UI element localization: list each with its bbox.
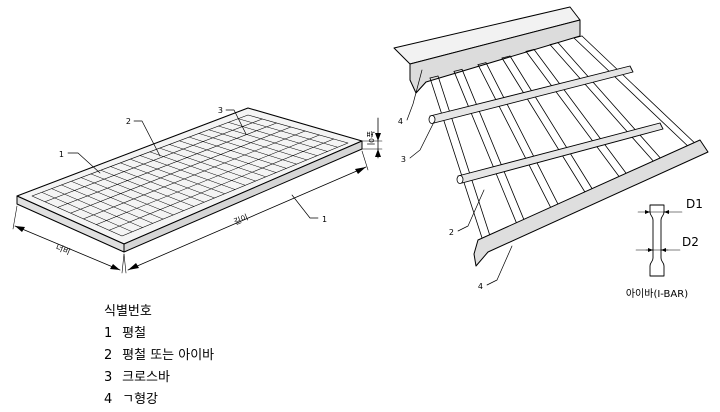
legend-item: 2 평철 또는 아이바 [104, 346, 364, 368]
bottom-angle [473, 139, 709, 267]
panel-inner-frame [31, 114, 349, 237]
bearing-bar-edge [477, 64, 554, 214]
legend-item-label: 크로스바 [122, 370, 170, 385]
cross-bar [110, 166, 205, 203]
grating-exploded-drawing [393, 6, 709, 286]
left-callout-1a: 1 [59, 150, 64, 159]
dim-width-label: 너비 [54, 242, 71, 257]
cross-bar [179, 140, 277, 173]
legend-item-number: 3 [104, 370, 113, 385]
bearing-bar-edge [533, 48, 632, 180]
bearing-bar-top [501, 55, 511, 59]
cross-bar [149, 151, 246, 186]
legend-item-number: 1 [104, 326, 113, 341]
bearing-bar-top [549, 42, 559, 46]
legend-title: 식별번호 [104, 304, 152, 319]
legend-item-label: ㄱ형강 [122, 392, 159, 407]
bearing-bar-edge [461, 68, 528, 227]
bearing-bar-top [525, 48, 535, 52]
cross-bar [159, 147, 256, 182]
cross-bar [169, 144, 267, 178]
cross-bar [90, 173, 184, 211]
bearing-bar-edge [509, 55, 597, 196]
cross-bar [61, 184, 154, 224]
left-callout-2: 2 [126, 117, 131, 126]
legend-item: 1 평철 [104, 324, 364, 346]
legend-item-label: 평철 [122, 326, 147, 341]
dim-width-line [14, 225, 121, 271]
bearing-bar-edge [485, 62, 562, 212]
cross-bar [237, 118, 338, 148]
bearing-bar-edge [573, 37, 693, 151]
bearing-bar-edge [437, 75, 493, 243]
cross-bar [100, 169, 195, 207]
bearing-bar-top [453, 68, 463, 72]
i-bar-d2-label: D2 [682, 235, 699, 249]
left-callout-1b: 1 [322, 215, 327, 224]
cross-bar-upper [429, 65, 634, 124]
bearing-bar-ends [429, 35, 701, 245]
cross-bar [228, 122, 328, 152]
bearing-bar-edge [453, 70, 520, 229]
bearing-bar-edge [581, 35, 701, 149]
right-callout-2: 2 [449, 228, 454, 237]
bearing-bar-top [573, 35, 583, 39]
grating-panel-drawing [12, 107, 383, 274]
bearing-bar-edge [549, 44, 658, 167]
dim-height-label: 높이 [366, 131, 376, 146]
right-callout-3: 3 [401, 155, 406, 164]
legend-item: 3 크로스바 [104, 368, 364, 390]
i-bar-caption: 아이바(I-BAR) [626, 288, 688, 300]
cross-bar [80, 177, 174, 216]
bearing-bar-edge [501, 57, 589, 198]
cross-bar [41, 192, 133, 233]
cross-bar [129, 158, 225, 194]
bearing-bar-top [429, 75, 439, 79]
cross-bar [198, 133, 297, 165]
right-callout-4a: 4 [398, 117, 403, 126]
identification-legend: 식별번호 1 평철 2 평철 또는 아이바 3 크로스바 4 ㄱ형강 [104, 302, 364, 412]
i-bar-profile [635, 204, 683, 277]
left-callout-3: 3 [218, 106, 223, 115]
i-bar-d1-label: D1 [686, 197, 703, 211]
cross-bar [218, 125, 318, 156]
cross-bar [51, 188, 143, 228]
bearing-bar-top [477, 62, 487, 66]
dim-length-label: 길이 [232, 212, 249, 227]
legend-item-number: 4 [104, 392, 113, 407]
cross-bar [139, 155, 236, 190]
legend-item-number: 2 [104, 348, 113, 363]
cross-bar [188, 136, 287, 169]
right-callout-4b: 4 [478, 282, 483, 291]
bearing-bar-edge [557, 42, 666, 165]
cross-bar [208, 129, 308, 161]
cross-bar [120, 162, 215, 199]
cross-bar [71, 181, 164, 220]
legend-item-label: 평철 또는 아이바 [122, 348, 215, 363]
bearing-bar-edge [525, 50, 624, 182]
bearing-bar-edge [429, 77, 485, 245]
legend-item: 4 ㄱ형강 [104, 390, 364, 412]
cross-bars [41, 118, 338, 233]
dim-length-line [127, 166, 367, 271]
